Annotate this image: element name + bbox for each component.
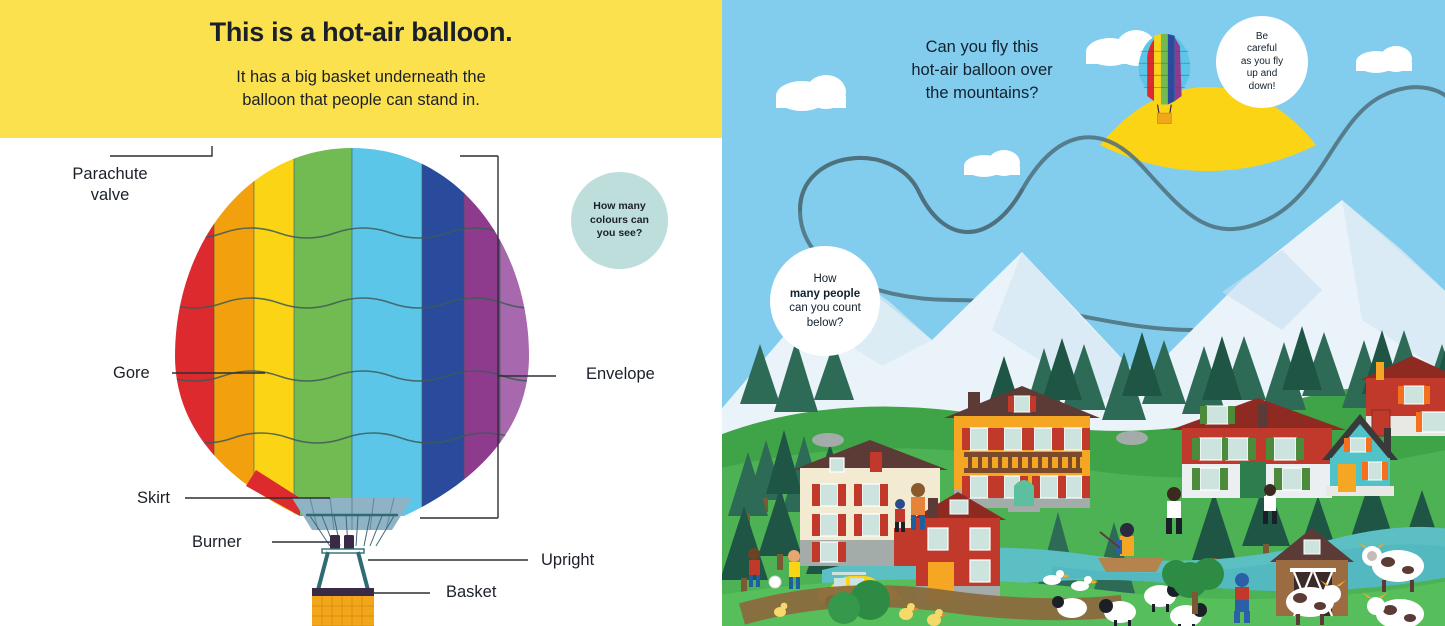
chickens (774, 602, 947, 626)
clouds (776, 30, 1412, 177)
people-line-2: many people (789, 287, 861, 300)
sheep (1052, 583, 1207, 626)
people-question-bubble: How many people can you count below? (770, 246, 880, 356)
leader-lines (110, 146, 556, 594)
label-basket: Basket (446, 583, 497, 601)
label-envelope: Envelope (586, 365, 655, 383)
house-teal-aframe (1322, 414, 1398, 496)
balloon-burner (321, 535, 365, 554)
people-line-3: can you count (789, 302, 861, 314)
cloud-icon (1086, 30, 1156, 66)
house-red-far (1360, 356, 1445, 437)
careful-line-1: Be (1255, 30, 1269, 42)
careful-line-2: careful (1246, 43, 1277, 55)
colours-question-bubble: How many colours can you see? (571, 172, 668, 269)
balloon-lower-cone (246, 470, 300, 516)
bushes (828, 558, 1224, 624)
person-walking-white (1166, 487, 1182, 534)
page-subtitle: It has a big basket underneath the ballo… (0, 66, 722, 112)
cloud-icon (776, 75, 846, 111)
page-title: This is a hot-air balloon. (209, 17, 513, 47)
heading-line-2: hot-air balloon over (911, 61, 1053, 79)
balloon-envelope (175, 148, 529, 516)
cloud-icon (964, 150, 1020, 177)
colours-line-3: you see? (596, 227, 643, 240)
label-skirt: Skirt (137, 489, 170, 507)
house-orange-chalet (944, 386, 1100, 512)
cloud-icon (1356, 46, 1412, 73)
balloon-highlight-blob (1100, 87, 1316, 171)
small-balloon-icon (1138, 34, 1191, 124)
boat-with-fisherman (1098, 523, 1164, 572)
person-child-red (895, 499, 905, 532)
careful-line-4: up and (1246, 68, 1278, 80)
person-walking-blue (1234, 573, 1250, 623)
right-page-heading: Can you fly this hot-air balloon over th… (852, 36, 1112, 105)
heading-line-3: the mountains? (925, 84, 1039, 102)
careful-line-3: as you fly (1240, 55, 1284, 67)
person-walking-right (1263, 484, 1277, 524)
colours-line-2: colours can (590, 213, 649, 226)
heading-line-1: Can you fly this (925, 38, 1039, 56)
label-upright: Upright (541, 551, 595, 569)
right-page-landscape: Can you fly this hot-air balloon over th… (722, 0, 1445, 626)
colours-line-1: How many (593, 200, 646, 213)
balloon-basket (312, 588, 374, 626)
rock (812, 433, 844, 447)
cows (1286, 542, 1424, 626)
label-gore: Gore (113, 364, 150, 382)
careful-line-5: down! (1248, 80, 1276, 92)
balloon-uprights (316, 551, 370, 591)
house-red-right (1170, 398, 1346, 498)
yellow-header-band (0, 0, 722, 138)
subtitle-line-1: It has a big basket underneath the (236, 68, 486, 86)
people-line-4: below? (806, 316, 844, 329)
balloon-svg (110, 146, 556, 626)
careful-warning-bubble: Be careful as you fly up and down! (1216, 16, 1308, 108)
football-icon (768, 575, 782, 589)
subtitle-line-2: balloon that people can stand in. (242, 91, 480, 109)
label-burner: Burner (192, 533, 242, 551)
house-red-left (910, 492, 1006, 602)
ducks (1043, 570, 1098, 591)
person-child-1 (748, 548, 760, 587)
rock (1116, 431, 1148, 445)
person-child-2 (788, 550, 800, 589)
left-page-balloon-diagram: This is a hot-air balloon. It has a big … (0, 0, 722, 626)
people-line-1: How (813, 273, 837, 285)
person-adult-orange (911, 483, 925, 530)
balloon-skirt (292, 497, 412, 531)
